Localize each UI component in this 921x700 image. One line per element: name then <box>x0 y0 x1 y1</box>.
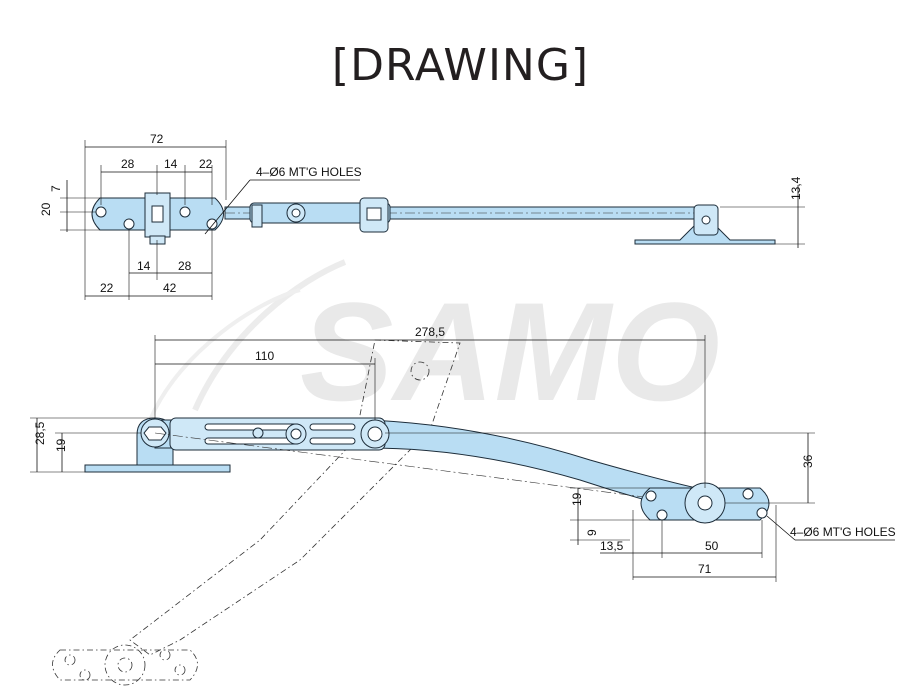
dim-19-left: 19 <box>54 438 68 452</box>
phantom-plate <box>52 649 198 681</box>
side-hole-4 <box>756 507 768 519</box>
dim-110: 110 <box>255 349 274 363</box>
dim-28-top: 28 <box>121 157 135 171</box>
page-title: [DRAWING] <box>331 40 590 91</box>
dim-9: 9 <box>585 529 599 536</box>
dim-19-right: 19 <box>570 492 584 506</box>
side-slotted-link <box>169 417 386 451</box>
side-hole-2 <box>656 509 668 521</box>
dim-278-5: 278,5 <box>415 325 445 339</box>
watermark: SAMO <box>148 259 720 430</box>
top-middle-link <box>249 202 391 224</box>
top-hole-1 <box>95 206 107 218</box>
top-hole-2 <box>123 218 135 230</box>
dim-22-bottom: 22 <box>100 281 114 295</box>
dim-14-top: 14 <box>164 157 178 171</box>
dim-22-top: 22 <box>199 157 213 171</box>
top-left-nut <box>149 235 166 245</box>
dim-7: 7 <box>49 185 63 192</box>
dim-13-5: 13,5 <box>600 539 624 553</box>
dim-13-4: 13,4 <box>789 176 803 200</box>
dim-28-bottom: 28 <box>178 259 192 273</box>
dim-71: 71 <box>698 562 712 576</box>
top-view: 72 28 14 22 7 20 14 28 <box>39 132 805 300</box>
dim-20: 20 <box>39 202 53 216</box>
top-holes-note: 4–Ø6 MT'G HOLES <box>256 165 362 179</box>
dim-28-5: 28,5 <box>33 421 47 445</box>
side-holes-note: 4–Ø6 MT'G HOLES <box>790 525 896 539</box>
dim-36: 36 <box>801 454 815 468</box>
top-hole-4 <box>206 218 218 230</box>
side-left-base <box>84 464 231 473</box>
dim-72: 72 <box>150 132 164 146</box>
side-view: 278,5 110 28,5 19 36 19 9 <box>30 325 896 686</box>
dim-42: 42 <box>163 281 177 295</box>
dim-50: 50 <box>705 539 719 553</box>
side-hole-3 <box>742 488 754 500</box>
dim-14-bottom: 14 <box>137 259 151 273</box>
watermark-text: SAMO <box>300 273 720 430</box>
top-hole-3 <box>179 206 191 218</box>
side-hole-1 <box>645 490 657 502</box>
phantom-arm <box>129 339 461 656</box>
